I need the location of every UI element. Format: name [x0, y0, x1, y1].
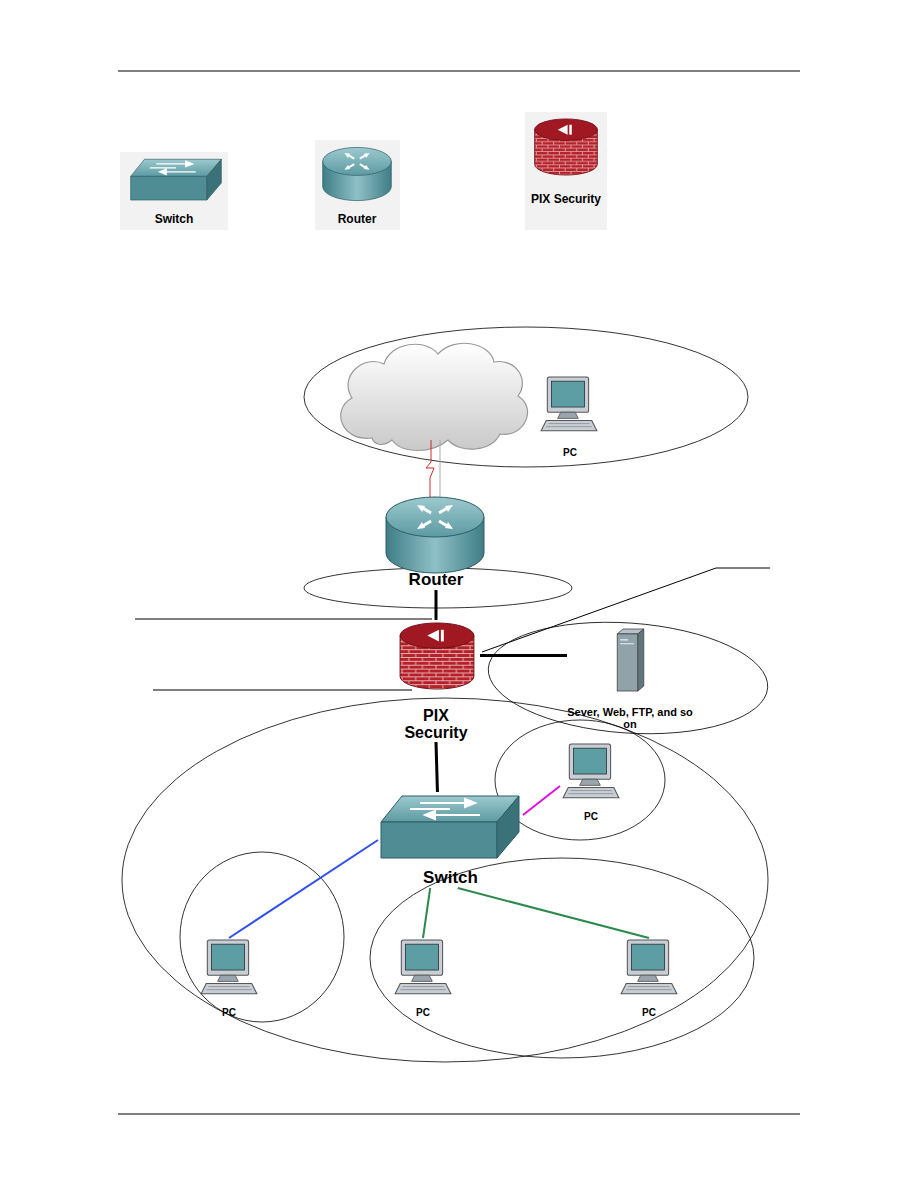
device-label: Router: [409, 571, 464, 590]
network-link: [423, 888, 430, 938]
network-link: [480, 654, 567, 657]
network-link: [458, 888, 649, 938]
server-icon: Sever, Web, FTP, and so on: [567, 625, 693, 730]
network-link: [435, 590, 438, 620]
pc-icon: PC: [535, 372, 605, 458]
device-label: PC: [584, 811, 598, 822]
legend-label: Router: [317, 212, 397, 226]
device-label: Sever, Web, FTP, and so on: [567, 706, 693, 730]
router-icon: Router: [380, 492, 492, 590]
pc-icon: PC: [560, 742, 622, 822]
device-label: PIX Security: [392, 707, 480, 742]
network-link: [229, 840, 378, 938]
device-label: PC: [563, 447, 577, 458]
device-label: PC: [416, 1007, 430, 1018]
device-label: PC: [222, 1007, 236, 1018]
pc-icon: PC: [618, 938, 680, 1018]
legend-label: PIX Security: [528, 192, 604, 206]
device-label: Switch: [423, 869, 478, 888]
legend-label: Switch: [124, 212, 224, 226]
device-label: PC: [642, 1007, 656, 1018]
network-link: [436, 742, 437, 792]
pc-icon: PC: [198, 938, 260, 1018]
switch-icon: Switch: [378, 792, 523, 888]
firewall-icon: PIX Security: [392, 620, 480, 742]
network-link: [523, 786, 560, 815]
pc-icon: PC: [392, 938, 454, 1018]
